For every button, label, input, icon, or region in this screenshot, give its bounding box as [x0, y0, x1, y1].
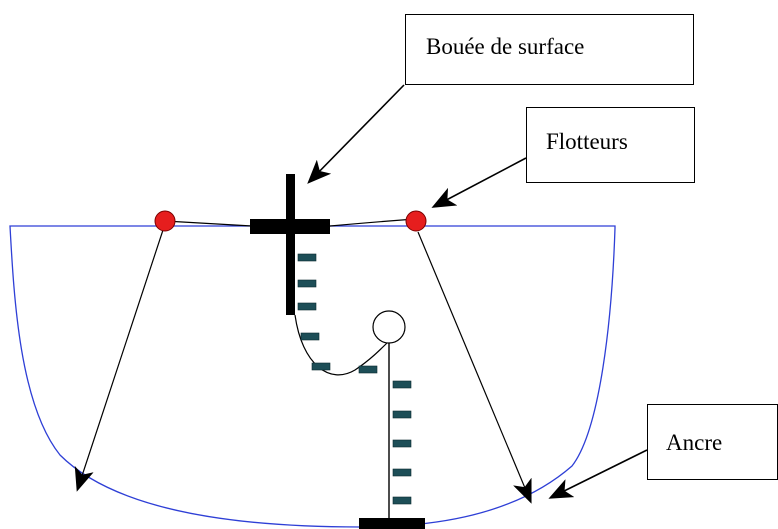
weight-marker: [392, 439, 412, 448]
label-surface-buoy: Bouée de surface: [426, 34, 585, 59]
label-box-anchor: Ancre: [647, 404, 778, 480]
label-box-floats: Flotteurs: [526, 107, 695, 183]
callout-arrow-floats: [431, 157, 527, 208]
label-anchor: Ancre: [666, 430, 723, 455]
upper-weights: [297, 253, 378, 374]
weight-marker: [392, 410, 412, 419]
buoy-hanging-line: [294, 314, 391, 376]
weight-marker: [392, 380, 412, 389]
top-rope-right: [329, 218, 416, 227]
top-rope-left: [164, 220, 253, 227]
weight-marker: [297, 279, 317, 288]
callout-arrow-buoy: [307, 84, 405, 184]
label-floats: Flotteurs: [546, 129, 628, 154]
weight-marker: [300, 332, 320, 341]
weight-marker: [297, 253, 317, 262]
buoy-mast: [286, 174, 295, 315]
anchor-bar: [359, 518, 425, 529]
callout-arrow-anchor: [548, 449, 648, 499]
label-box-surface-buoy: Bouée de surface: [405, 14, 694, 85]
buoy-crossbar: [250, 219, 330, 234]
right-anchor-line: [417, 231, 532, 504]
weight-marker: [297, 302, 317, 311]
weight-marker: [358, 365, 378, 374]
weight-marker: [311, 362, 331, 371]
diver-head: [372, 310, 406, 344]
lower-weights: [392, 380, 412, 505]
float-right: [405, 210, 427, 232]
weight-marker: [392, 496, 412, 505]
weight-marker: [392, 468, 412, 477]
net-outline: [9, 225, 616, 528]
float-left: [154, 210, 176, 232]
left-anchor-line: [74, 229, 164, 492]
